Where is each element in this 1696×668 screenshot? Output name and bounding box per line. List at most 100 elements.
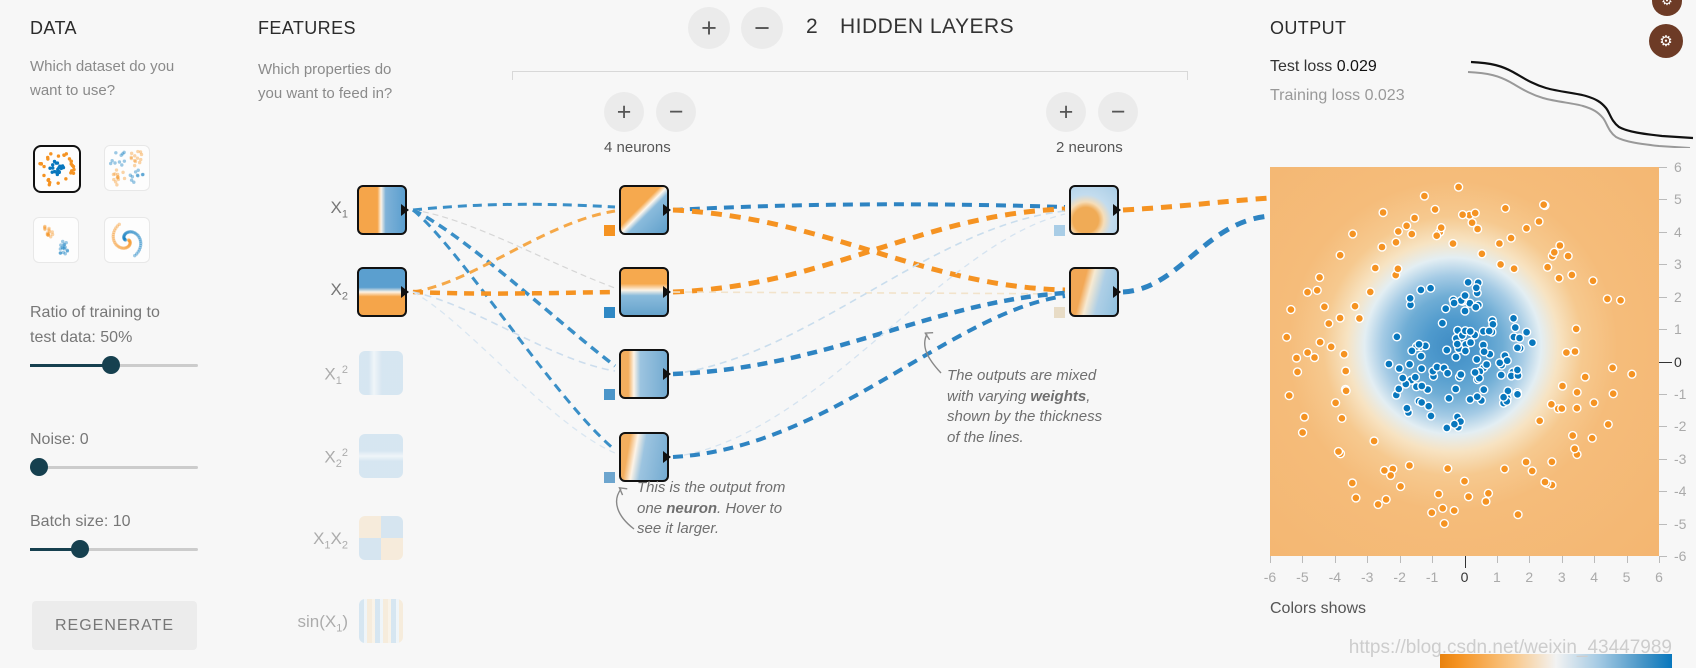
layer2-neuron-count: 2 neurons: [1056, 139, 1123, 156]
dataset-thumb-xor[interactable]: [104, 145, 150, 191]
gear-badge-icon[interactable]: ⚙: [1649, 24, 1683, 58]
gear-badge-icon[interactable]: ⚙: [1652, 0, 1682, 16]
slider-track[interactable]: [30, 458, 198, 476]
x-tick-label: 6: [1655, 569, 1663, 585]
test-loss: Test loss 0.029: [1270, 58, 1377, 76]
y-tick-mark: [1659, 491, 1667, 493]
y-tick-label: -2: [1674, 418, 1687, 435]
x-tick-mark: [1594, 556, 1596, 563]
feature-thumb-x1sq[interactable]: [359, 351, 403, 395]
annotation-neuron-bold: neuron: [666, 499, 718, 517]
features-question: Which properties do you want to feed in?: [258, 61, 393, 102]
training-loss-value: 0.023: [1364, 87, 1405, 104]
regenerate-button[interactable]: REGENERATE: [32, 601, 197, 650]
feature-label-x2sq: X22: [324, 447, 348, 471]
layer2-neuron-1-bias[interactable]: [1054, 225, 1065, 236]
annotation-neuron-pre: This is the output from one: [637, 479, 786, 517]
layer1-add-neuron-button[interactable]: +: [604, 92, 644, 132]
layer1-neuron-3[interactable]: [619, 349, 669, 399]
x-tick-mark: [1334, 556, 1336, 563]
x-tick-label: 2: [1525, 569, 1534, 585]
slider-fill: [30, 548, 81, 551]
add-layer-button[interactable]: +: [688, 7, 730, 49]
slider-0: Ratio of training to test data: 50%: [30, 300, 198, 374]
layer2-add-neuron-button[interactable]: +: [1046, 92, 1086, 132]
y-tick-mark: [1659, 556, 1667, 557]
feature-label-x1x2: X1X2: [313, 529, 348, 552]
test-loss-value: 0.029: [1336, 58, 1377, 75]
hidden-layers-label: HIDDEN LAYERS: [840, 15, 1015, 38]
test-loss-label: Test loss: [1270, 58, 1333, 75]
y-tick-label: -4: [1674, 483, 1687, 500]
watermark: https://blog.csdn.net/weixin_43447989: [1348, 637, 1672, 658]
layer1-neuron-3-bias[interactable]: [604, 389, 615, 400]
x-tick-label: 3: [1557, 569, 1566, 585]
layer1-neuron-4-bias[interactable]: [604, 472, 615, 483]
color-scale-gradient: [1440, 654, 1672, 668]
annotation-neuron: This is the output from one neuron. Hove…: [637, 478, 789, 540]
layer1-neuron-4[interactable]: [619, 432, 669, 482]
feature-label-x2: X2: [330, 280, 348, 303]
slider-fill: [30, 364, 111, 367]
feature-thumb-x2sq[interactable]: [359, 434, 403, 478]
y-tick-label: 5: [1674, 191, 1682, 208]
feature-thumb-x1[interactable]: [357, 185, 407, 235]
x-tick-mark: [1399, 556, 1401, 563]
feature-thumb-x1x2[interactable]: [359, 516, 403, 560]
y-tick-label: 6: [1674, 159, 1682, 175]
slider-thumb[interactable]: [71, 540, 90, 558]
x-tick-label: -4: [1328, 569, 1342, 585]
slider-label: Ratio of training to: [30, 304, 160, 321]
slider-label-value: test data: 50%: [30, 329, 133, 346]
remove-layer-button[interactable]: −: [741, 7, 783, 49]
slider-thumb[interactable]: [102, 356, 120, 374]
x-tick-label: -2: [1393, 569, 1406, 585]
feature-thumb-sinx1[interactable]: [359, 599, 403, 643]
layer1-neuron-2[interactable]: [619, 267, 669, 317]
y-tick-label: -6: [1674, 548, 1687, 564]
features-title: FEATURES: [258, 18, 356, 38]
layer2-neuron-1[interactable]: [1069, 185, 1119, 235]
dataset-thumb-gaussian[interactable]: [33, 217, 79, 263]
x-tick-label: 0: [1460, 569, 1469, 585]
training-loss: Training loss 0.023: [1270, 87, 1405, 105]
y-tick-label: 3: [1674, 256, 1682, 273]
layer2-neuron-2-bias[interactable]: [1054, 307, 1065, 318]
data-title: DATA: [30, 18, 77, 38]
dataset-thumb-circle[interactable]: [33, 145, 81, 193]
dataset-thumb-spiral[interactable]: [104, 217, 150, 263]
x-tick-mark: [1302, 556, 1304, 563]
x-tick-label: 4: [1590, 569, 1599, 585]
y-tick-label: 0: [1674, 353, 1682, 370]
slider-track[interactable]: [30, 540, 198, 558]
loss-curve-chart: [1467, 60, 1694, 148]
y-tick-label: -3: [1674, 450, 1687, 467]
layer1-neuron-1-bias[interactable]: [604, 225, 615, 236]
x-tick-mark: [1367, 556, 1369, 563]
slider-label: Noise: 0: [30, 431, 89, 448]
circle-preview: [38, 152, 76, 187]
y-tick-mark: [1659, 329, 1667, 331]
output-title: OUTPUT: [1270, 18, 1347, 38]
y-tick-mark: [1659, 426, 1667, 428]
layer1-remove-neuron-button[interactable]: −: [656, 92, 696, 132]
slider-thumb[interactable]: [30, 458, 48, 476]
x-tick-label: -3: [1361, 569, 1374, 585]
layer1-neuron-1[interactable]: [619, 185, 669, 235]
slider-track[interactable]: [30, 356, 198, 374]
x-tick-mark: [1561, 556, 1563, 563]
x-tick-mark: [1659, 556, 1660, 563]
feature-thumb-x2[interactable]: [357, 267, 407, 317]
y-tick-label: -5: [1674, 515, 1687, 532]
layer2-neuron-2[interactable]: [1069, 267, 1119, 317]
x-tick-mark: [1496, 556, 1498, 563]
layer1-neuron-2-bias[interactable]: [604, 307, 615, 318]
y-tick-mark: [1659, 296, 1667, 298]
y-tick-label: -1: [1674, 385, 1687, 402]
spiral-preview: [111, 222, 143, 258]
x-tick-label: -6: [1263, 569, 1277, 585]
layer2-remove-neuron-button[interactable]: −: [1098, 92, 1138, 132]
